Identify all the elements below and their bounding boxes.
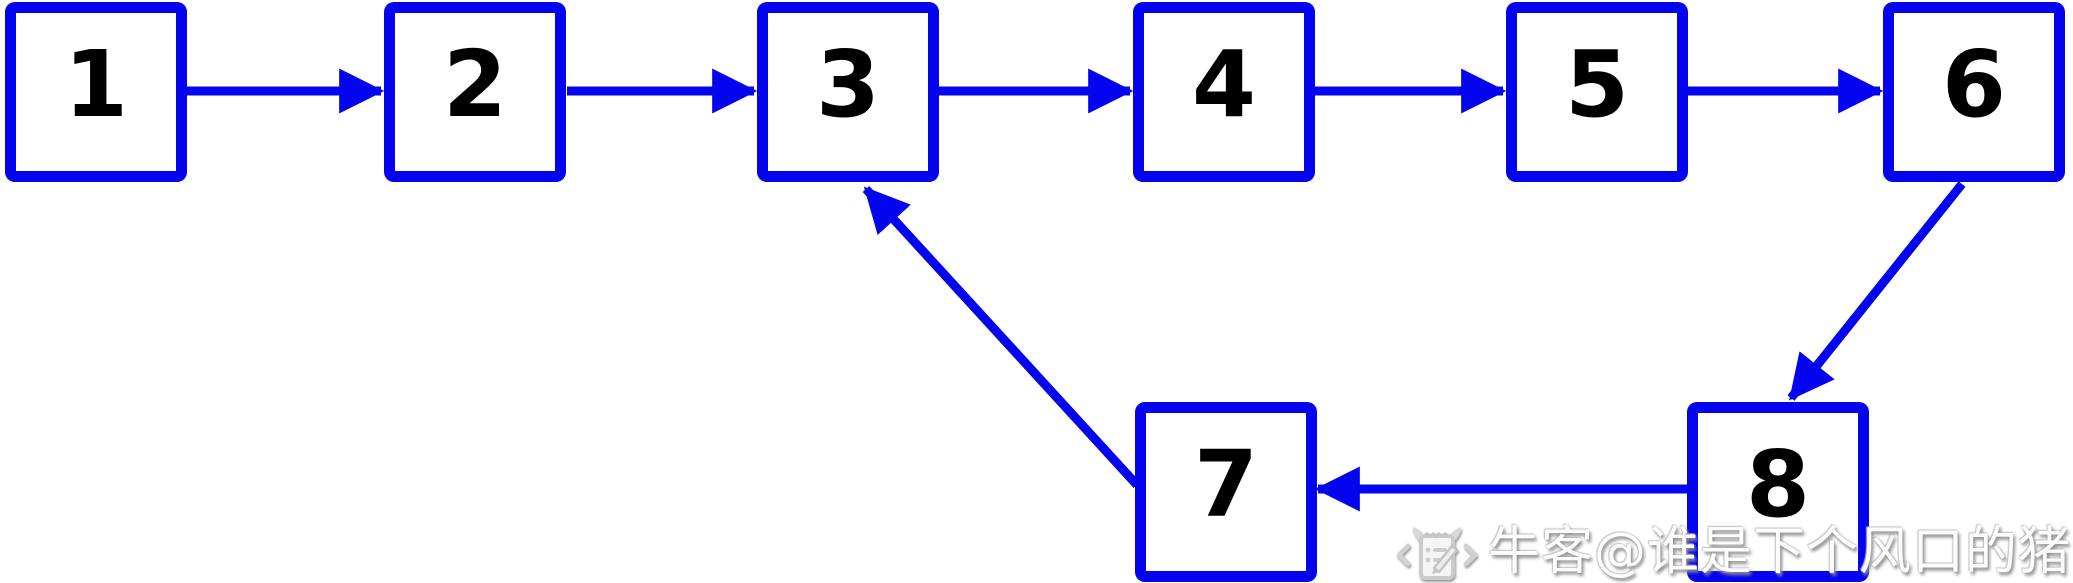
- node-label-3: 3: [815, 31, 880, 138]
- edge-group: [187, 68, 1966, 512]
- node-label-1: 1: [63, 31, 128, 138]
- node-label-4: 4: [1191, 31, 1256, 138]
- node-6: 6: [1883, 2, 2065, 182]
- edge-arrow-7-3: [862, 185, 1141, 489]
- node-label-8: 8: [1745, 431, 1810, 538]
- node-4: 4: [1133, 2, 1315, 182]
- edge-arrow-6-8: [1787, 181, 1966, 401]
- node-1: 1: [5, 2, 187, 182]
- node-label-6: 6: [1941, 31, 2006, 138]
- node-label-5: 5: [1564, 31, 1629, 138]
- node-3: 3: [757, 2, 939, 182]
- node-7: 7: [1135, 402, 1317, 582]
- node-2: 2: [384, 2, 566, 182]
- node-8: 8: [1687, 402, 1869, 582]
- node-label-7: 7: [1193, 431, 1258, 538]
- node-label-2: 2: [442, 31, 507, 138]
- node-5: 5: [1506, 2, 1688, 182]
